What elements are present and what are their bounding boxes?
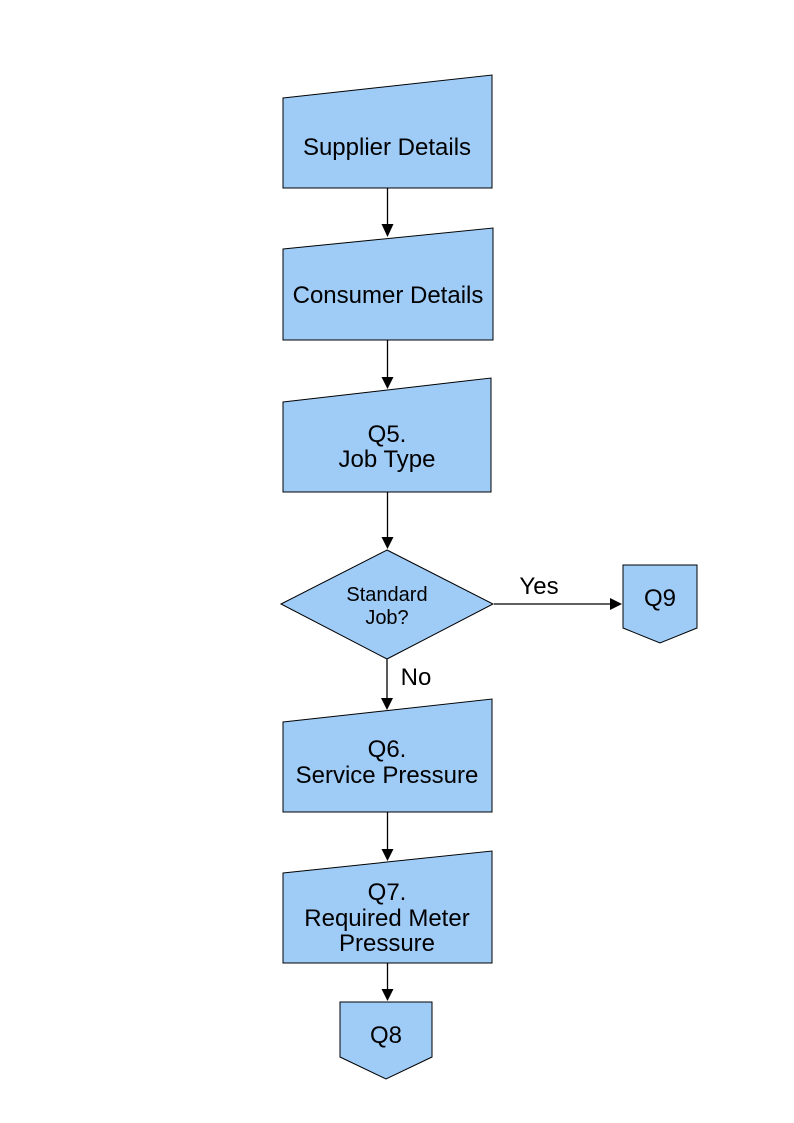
q9-label: Q9	[644, 585, 676, 612]
arrow-head-icon	[381, 377, 394, 389]
consumer-details-shape	[282, 227, 494, 341]
q6-label-line2: Service Pressure	[296, 762, 479, 789]
q7-label-line2: Required Meter	[304, 905, 469, 932]
q5-label-line2: Job Type	[339, 446, 436, 473]
q6-service-pressure-shape	[282, 698, 493, 813]
supplier-details-shape	[282, 74, 493, 189]
consumer-details-label: Consumer Details	[293, 282, 484, 309]
standard-job-diamond-shape	[279, 549, 495, 660]
q7-required-meter-pressure-shape	[282, 850, 493, 964]
supplier-details-label: Supplier Details	[303, 134, 471, 161]
node-q5-job-type: Q5. Job Type	[282, 377, 492, 493]
arrow-q7-to-q8	[381, 963, 394, 1001]
no-edge-label: No	[401, 664, 432, 691]
q8-label: Q8	[370, 1022, 402, 1049]
q6-label-line1: Q6.	[368, 736, 407, 763]
arrow-q5-to-decision	[381, 492, 394, 549]
q7-label-line3: Pressure	[339, 930, 435, 957]
arrow-consumer-to-q5	[381, 340, 394, 389]
node-consumer-details: Consumer Details	[282, 227, 494, 341]
node-q9-connector: Q9	[622, 564, 698, 644]
yes-edge-label: Yes	[519, 573, 558, 600]
arrow-head-icon	[381, 698, 393, 710]
decision-label-line1: Standard	[346, 584, 427, 606]
q8-connector-shape	[339, 1001, 433, 1080]
arrow-decision-yes-to-q9	[494, 598, 622, 610]
arrow-head-icon	[381, 989, 394, 1001]
q9-connector-shape	[622, 564, 698, 644]
arrow-decision-no-to-q6	[381, 659, 393, 710]
q5-label-line1: Q5.	[368, 421, 407, 448]
decision-label-line2: Job?	[365, 607, 408, 629]
arrow-head-icon	[610, 598, 622, 610]
q5-job-type-shape	[282, 377, 492, 493]
arrow-head-icon	[381, 849, 394, 861]
node-q8-connector: Q8	[339, 1001, 433, 1080]
node-supplier-details: Supplier Details	[282, 74, 493, 189]
arrow-head-icon	[381, 537, 394, 549]
arrow-q6-to-q7	[381, 812, 394, 861]
q7-label-line1: Q7.	[368, 879, 407, 906]
node-q7-required-meter-pressure: Q7. Required Meter Pressure	[282, 850, 493, 964]
arrow-head-icon	[381, 224, 394, 237]
arrow-supplier-to-consumer	[381, 188, 394, 237]
node-q6-service-pressure: Q6. Service Pressure	[282, 698, 493, 813]
node-standard-job-decision: Standard Job?	[279, 549, 495, 660]
